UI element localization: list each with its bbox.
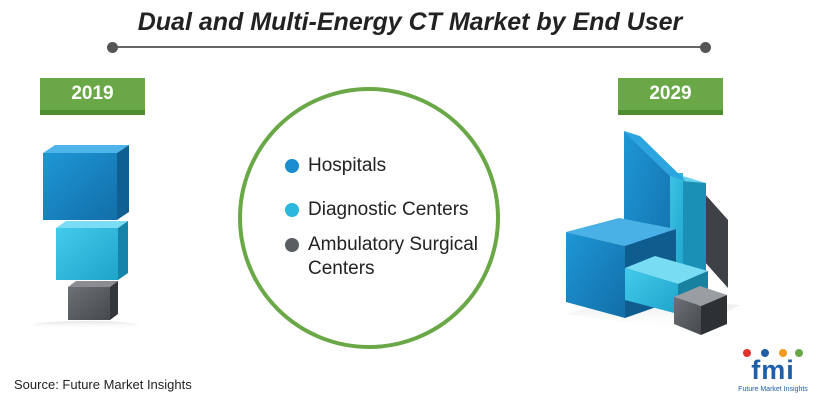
year-badge-2019-base [40,110,145,115]
legend-ring [238,87,500,349]
title-underline-right-dot [700,42,711,53]
cube-2019-hospitals [43,145,129,220]
legend-item-diagnostic-centers: Diagnostic Centers [285,198,518,222]
cube-2019-ambulatory-surgical-centers [68,281,118,320]
bars-2029 [566,131,740,335]
legend-label-ambulatory-surgical-centers: Ambulatory Surgical Centers [308,234,479,279]
legend-swatch-ambulatory-surgical-centers [285,238,299,252]
logo-tagline: Future Market Insights [738,386,808,393]
legend-swatch-hospitals [285,159,299,173]
legend-item-ambulatory-surgical-centers: Ambulatory Surgical Centers [285,233,518,281]
year-badge-2029: 2029 [618,78,723,112]
legend-label-diagnostic-centers: Diagnostic Centers [308,199,469,220]
legend-item-hospitals: Hospitals [285,154,518,178]
year-badge-2019: 2019 [40,78,145,112]
logo-figures-icon [743,349,803,357]
cubes-2019 [34,145,138,329]
year-badge-2029-base [618,110,723,115]
bar-2029-ambulatory-surgical-centers [674,286,727,335]
cube-2019-diagnostic-centers [56,221,128,280]
title-underline [110,46,708,48]
logo-mark: fmi [751,355,795,385]
source-note: Source: Future Market Insights [14,377,192,392]
chart-title: Dual and Multi-Energy CT Market by End U… [137,8,683,36]
legend-swatch-diagnostic-centers [285,203,299,217]
title-underline-left-dot [107,42,118,53]
legend-label-hospitals: Hospitals [308,155,387,176]
fmi-logo-icon: fmi Future Market Insights [733,349,813,397]
